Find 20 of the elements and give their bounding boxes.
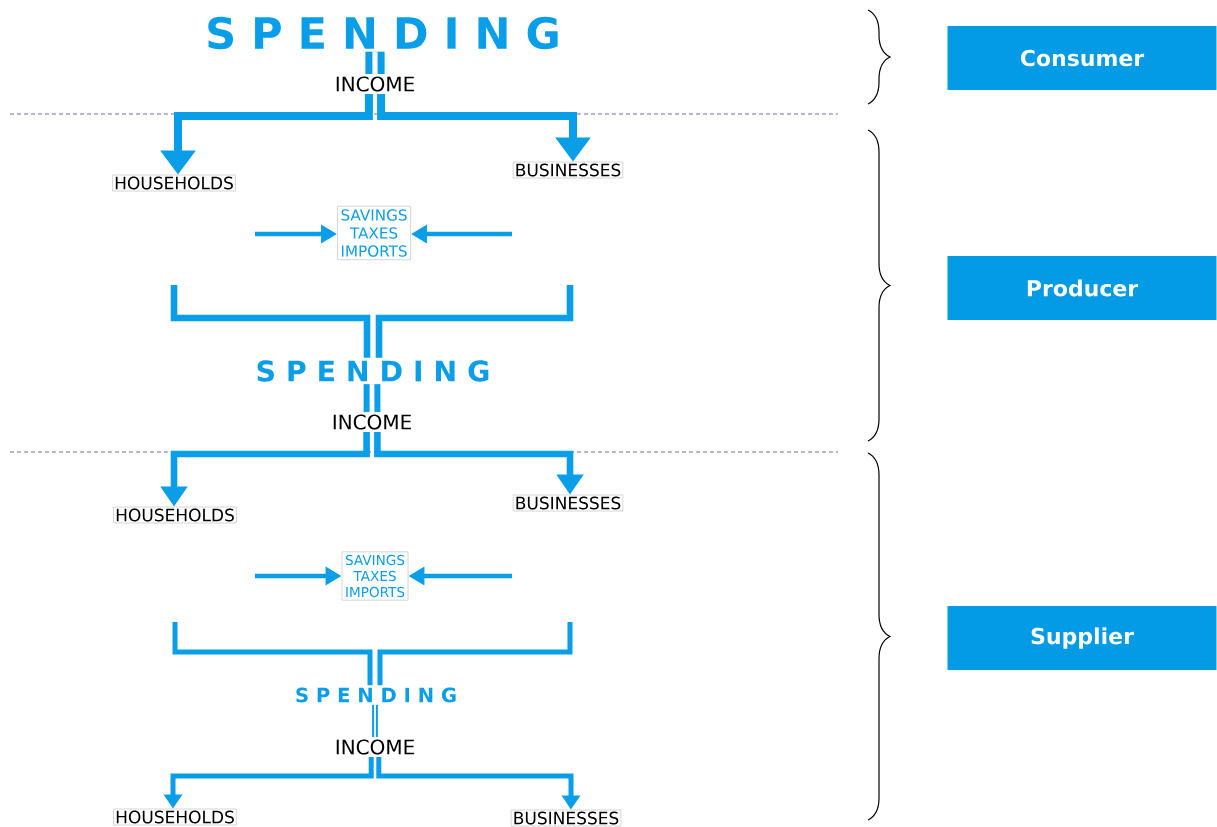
sector-label: HOUSEHOLDS [113, 808, 237, 826]
income-label: INCOME [333, 414, 411, 430]
double-bar-connector [363, 384, 381, 413]
role-box: Consumer [947, 26, 1217, 90]
double-bar-connector [372, 703, 378, 738]
role-box: Producer [947, 256, 1217, 320]
spending-label: S P E N D I N G [208, 16, 558, 50]
spending-label: S P E N D I N G [257, 360, 489, 382]
leakage-box: SAVINGS TAXES IMPORTS [337, 205, 411, 261]
leakage-box: SAVINGS TAXES IMPORTS [341, 551, 409, 601]
income-label: INCOME [336, 76, 414, 92]
role-box: Supplier [947, 606, 1217, 670]
income-label: INCOME [336, 739, 414, 755]
sector-label: BUSINESSES [510, 809, 622, 827]
sector-label: BUSINESSES [512, 494, 624, 512]
double-bar-connector [365, 51, 385, 75]
spending-label: S P E N D I N G [296, 687, 456, 703]
sector-label: HOUSEHOLDS [113, 506, 237, 524]
sector-label: BUSINESSES [512, 161, 624, 179]
sector-label: HOUSEHOLDS [112, 174, 236, 192]
